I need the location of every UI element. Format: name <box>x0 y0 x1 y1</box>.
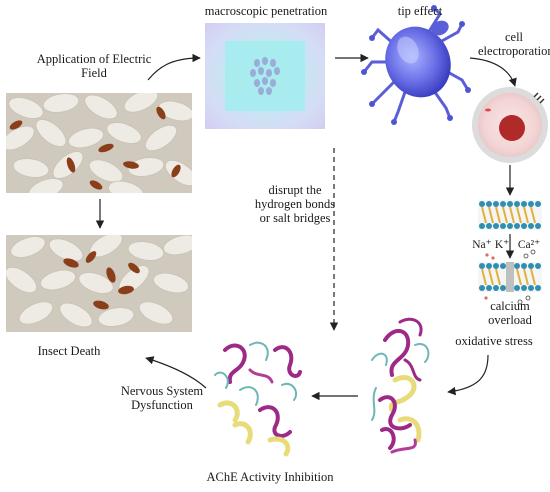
disrupt-bonds-line3: or salt bridges <box>259 211 331 225</box>
dead-insects-photo <box>6 235 192 332</box>
calcium-overload-line2: overload <box>488 313 532 327</box>
cell-electroporation-line2: electroporation <box>478 44 550 58</box>
field-core <box>225 41 305 111</box>
nervous-dysfunction-line1: Nervous System <box>120 384 204 398</box>
macroscopic-penetration-label: macroscopic penetration <box>204 4 328 18</box>
electric-field-label: Application of Electric Field <box>20 52 168 80</box>
porated-membrane-icon <box>478 249 542 305</box>
nervous-dysfunction-line2: Dysfunction <box>131 398 193 412</box>
intact-membrane-icon <box>478 200 542 230</box>
rice-weevil-photo <box>6 93 192 193</box>
potassium-ion-label: K⁺ <box>494 239 510 251</box>
macroscopic-penetration-panel <box>205 23 325 129</box>
nervous-dysfunction-label: Nervous System Dysfunction <box>110 384 214 412</box>
dead-beetles-image <box>6 235 192 332</box>
calcium-ion-label: Ca²⁺ <box>517 239 541 251</box>
arrow-field-to-penetration <box>147 53 201 81</box>
tip-effect-label: tip effect <box>397 4 443 18</box>
insect-death-label: Insect Death <box>37 344 101 358</box>
calcium-overload-line1: calcium <box>490 299 530 313</box>
oxidative-stress-label: oxidative stress <box>455 334 533 348</box>
disrupt-bonds-label: disrupt the hydrogen bonds or salt bridg… <box>250 183 340 225</box>
insect-cluster-icon <box>250 57 280 95</box>
electric-field-label-line2: Field <box>81 66 107 80</box>
ache-inhibition-label: AChE Activity Inhibition <box>206 470 334 484</box>
sodium-ion-label: Na⁺ <box>472 239 492 251</box>
cell-electroporation-label: cell electroporation <box>478 30 550 58</box>
cell-electroporation-line1: cell <box>504 30 524 44</box>
calcium-overload-label: calcium overload <box>472 299 548 327</box>
arrow-oxidative-stress <box>447 354 489 396</box>
arrow-tip-to-cell <box>469 57 517 87</box>
electric-field-label-line1: Application of Electric <box>36 52 152 66</box>
arrow-nervous-to-death <box>145 356 207 389</box>
mite-icon <box>361 5 471 125</box>
rice-beetles-image <box>6 93 192 193</box>
cell-icon <box>472 87 548 163</box>
ache-protein-intact <box>371 317 430 454</box>
disrupt-bonds-line2: hydrogen bonds <box>254 197 336 211</box>
ache-protein-inhibited <box>214 341 302 457</box>
disrupt-bonds-line1: disrupt the <box>268 183 322 197</box>
